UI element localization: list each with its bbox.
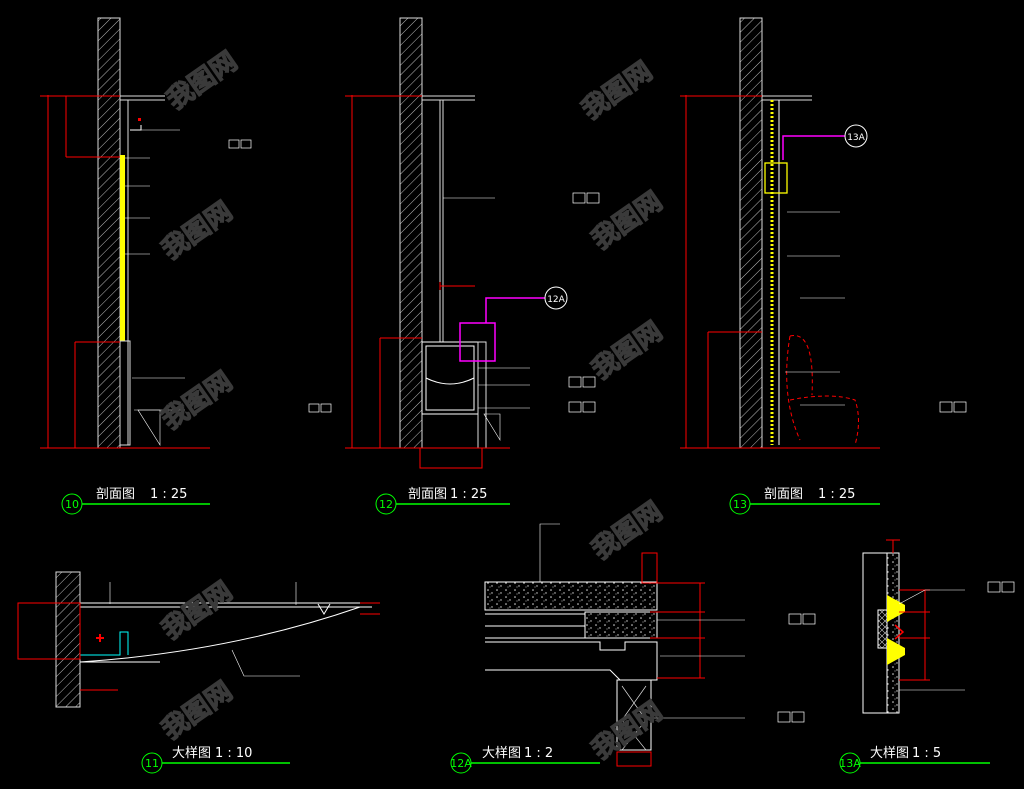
- callout-12a-label: 12A: [547, 295, 565, 305]
- detail-view-13a: [862, 539, 1015, 714]
- title-view-13: 13 剖面图 1 : 25: [729, 487, 880, 515]
- detail-view-11: [17, 571, 380, 708]
- view-scale: 1 : 10: [215, 746, 252, 761]
- title-view-11: 11 大样图 1 : 10: [141, 746, 290, 774]
- watermark-text: 我图网: [162, 46, 243, 115]
- view-title: 剖面图: [764, 487, 803, 502]
- title-view-10: 10 剖面图 1 : 25: [61, 487, 210, 515]
- section-view-12: [345, 17, 600, 469]
- view-number: 13A: [839, 757, 861, 770]
- view-title: 大样图: [172, 746, 211, 761]
- watermark-text: 我图网: [587, 316, 668, 385]
- view-number: 12A: [450, 757, 472, 770]
- view-number: 11: [145, 757, 159, 770]
- callout-13a-label: 13A: [847, 133, 865, 143]
- watermark-text: 我图网: [157, 366, 238, 435]
- view-scale: 1 : 2: [524, 746, 553, 761]
- view-number: 10: [65, 498, 79, 511]
- view-title: 大样图: [870, 746, 909, 761]
- watermark-text: 我图网: [157, 196, 238, 265]
- title-view-12: 12 剖面图 1 : 25: [375, 487, 510, 515]
- watermark-text: 我图网: [577, 56, 658, 125]
- watermark-text: 我图网: [587, 496, 668, 565]
- detail-view-12a: [484, 523, 816, 767]
- section-view-10: [40, 17, 332, 449]
- view-number: 13: [733, 498, 747, 511]
- view-title: 剖面图: [96, 487, 135, 502]
- title-view-13a: 13A 大样图 1 : 5: [839, 746, 990, 774]
- view-scale: 1 : 25: [450, 487, 487, 502]
- view-scale: 1 : 25: [150, 487, 187, 502]
- callout-12a[interactable]: 12A: [544, 286, 568, 310]
- watermark-text: 我图网: [587, 696, 668, 765]
- title-view-12a: 12A 大样图 1 : 2: [450, 746, 600, 774]
- section-view-13: [680, 17, 967, 449]
- watermark-text: 我图网: [157, 576, 238, 645]
- view-title: 剖面图: [408, 487, 447, 502]
- view-scale: 1 : 5: [912, 746, 941, 761]
- view-title: 大样图: [482, 746, 521, 761]
- callout-13a[interactable]: 13A: [844, 124, 868, 148]
- view-scale: 1 : 25: [818, 487, 855, 502]
- watermark-text: 我图网: [157, 676, 238, 745]
- view-number: 12: [379, 498, 393, 511]
